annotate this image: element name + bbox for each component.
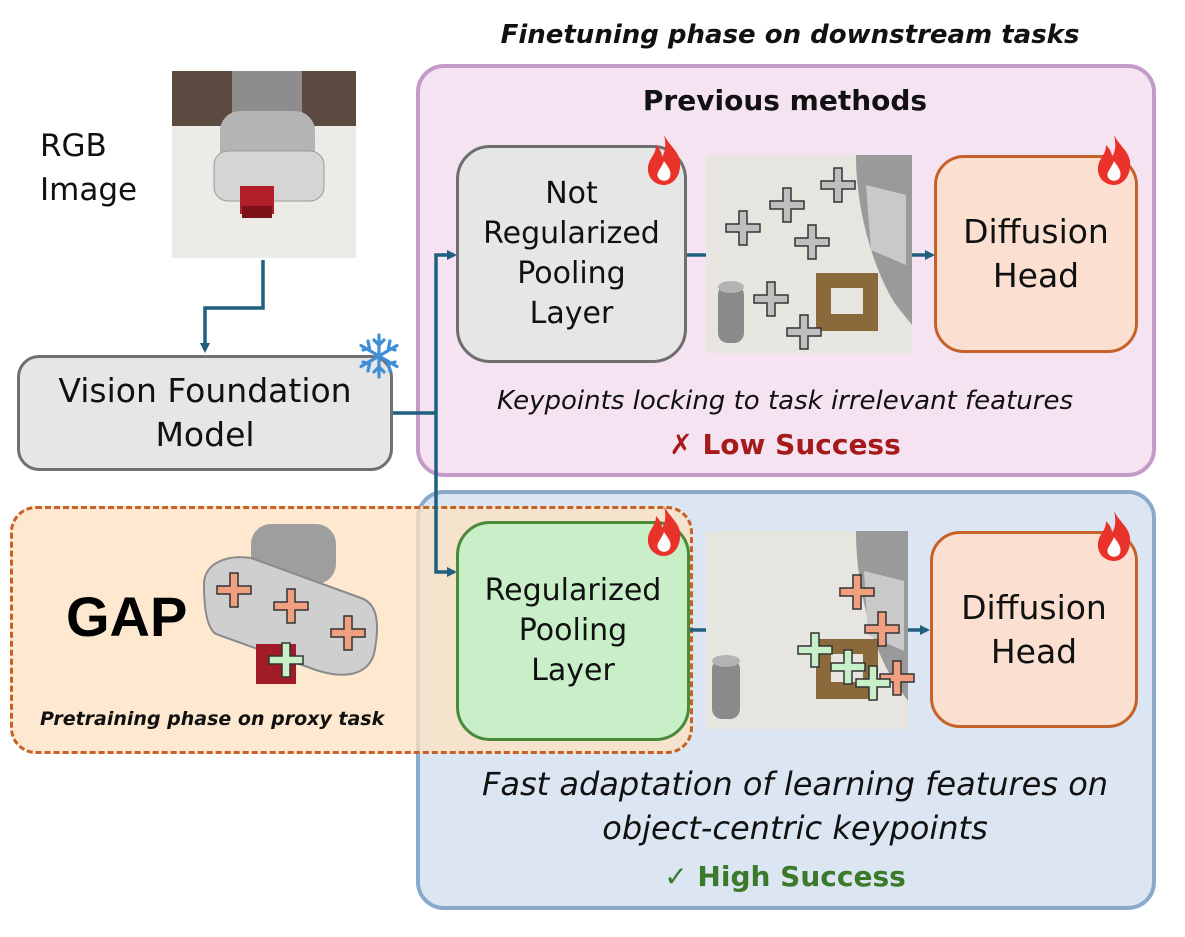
low-success-line: ✗ Low Success — [560, 428, 1010, 461]
not-regularized-pooling-box: Not Regularized Pooling Layer — [456, 145, 687, 363]
regularized-line-1: Regularized — [484, 573, 662, 608]
not-regularized-line-1: Not — [545, 176, 598, 211]
previous-head-line-1: Diffusion — [963, 212, 1109, 251]
high-success-text: High Success — [697, 860, 906, 893]
fire-icon — [647, 135, 681, 185]
vfm-label-line-2: Model — [155, 415, 255, 454]
regularized-line-2: Pooling — [518, 613, 628, 648]
rgb-image — [172, 71, 356, 258]
ours-caption-line-2: object-centric keypoints — [602, 809, 988, 847]
gap-title: GAP — [66, 585, 188, 648]
ours-head-line-1: Diffusion — [961, 587, 1107, 627]
fire-icon — [1097, 511, 1131, 561]
finetune-title: Finetuning phase on downstream tasks — [500, 20, 1080, 50]
rgb-to-vfm-arrow — [200, 260, 265, 353]
regularized-line-3: Layer — [531, 653, 615, 688]
previous-caption: Keypoints locking to task irrelevant fea… — [497, 386, 1073, 416]
rgb-label-line-1: RGB — [40, 128, 107, 164]
low-success-mark: ✗ — [669, 428, 693, 461]
ours-diffusion-head-box: Diffusion Head — [930, 531, 1138, 728]
branch-to-regularized-arrow — [434, 413, 457, 577]
low-success-text: Low Success — [702, 428, 901, 461]
not-regularized-line-2: Regularized — [483, 216, 660, 251]
fire-icon — [647, 506, 681, 556]
regularized-pooling-box: Regularized Pooling Layer — [456, 521, 690, 741]
snowflake-icon — [359, 333, 399, 379]
previous-methods-title: Previous methods — [642, 84, 928, 117]
ours-caption-line-1: Fast adaptation of learning features on — [481, 765, 1109, 803]
vfm-label-line-1: Vision Foundation — [58, 371, 352, 410]
rgb-label-line-2: Image — [40, 172, 138, 208]
branch-to-not-regularized-arrow — [434, 250, 457, 413]
ours-caption: Fast adaptation of learning features on … — [430, 762, 1160, 850]
not-regularized-line-3: Pooling — [517, 256, 626, 291]
ours-keypoints-image — [706, 531, 908, 729]
vision-foundation-model-box: Vision Foundation Model — [17, 355, 393, 471]
previous-head-line-2: Head — [992, 256, 1080, 295]
ours-head-line-2: Head — [990, 631, 1078, 671]
high-success-line: ✓ High Success — [560, 860, 1010, 893]
previous-keypoints-image — [706, 155, 912, 353]
rgb-image-label: RGB Image — [40, 124, 137, 212]
not-regularized-line-4: Layer — [529, 296, 614, 331]
fire-icon — [1097, 135, 1131, 185]
gap-caption: Pretraining phase on proxy task — [40, 708, 385, 730]
high-success-mark: ✓ — [664, 860, 688, 893]
gap-gripper-image — [196, 524, 386, 688]
previous-diffusion-head-box: Diffusion Head — [934, 155, 1138, 353]
